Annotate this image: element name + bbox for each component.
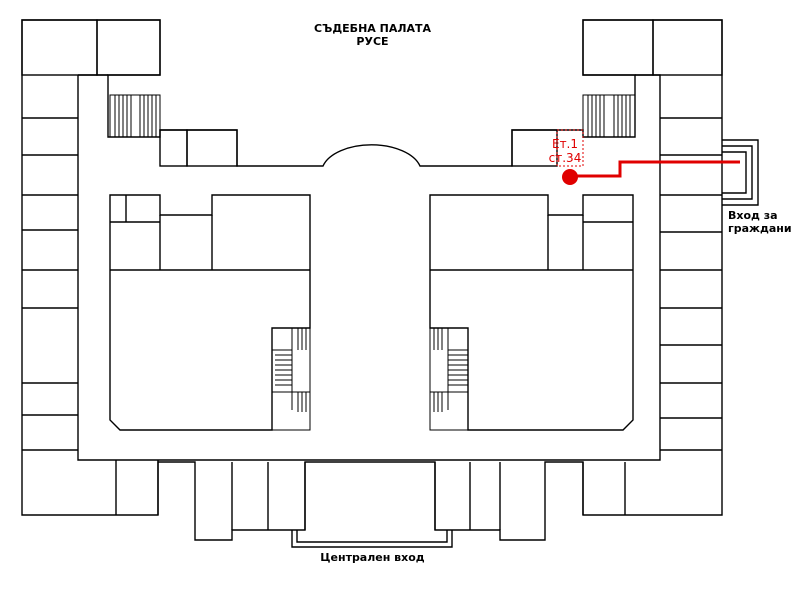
room (186, 129, 238, 167)
target-room-outline (556, 129, 584, 167)
room-dividers (22, 117, 78, 451)
staircase-top-right (582, 94, 636, 138)
inner-block-right (429, 194, 634, 431)
side-entrance-line1: Вход за (728, 209, 778, 222)
staircase-inner-right (429, 327, 469, 431)
staircase-top-left (109, 94, 161, 138)
room (21, 19, 98, 76)
room-dividers (430, 215, 633, 271)
target-location-dot (562, 169, 578, 185)
main-entrance-steps (291, 530, 453, 548)
map-title-line2: РУСЕ (356, 35, 389, 48)
floor-label: Ет.1 (551, 137, 579, 151)
room-number-label: ст.34 (548, 151, 582, 165)
side-entrance-steps (722, 139, 759, 206)
room-dividers (110, 195, 310, 271)
side-entrance-line2: граждани (728, 222, 792, 235)
corridor-inner-edge (77, 74, 661, 461)
room-marker-label: Ет.1 ст.34 (545, 137, 585, 165)
room-dividers (115, 460, 626, 530)
room (159, 129, 188, 167)
room (96, 19, 161, 76)
main-entrance-label: Централен вход (320, 551, 425, 564)
route-line (572, 160, 740, 178)
staircase-inner-left (271, 327, 311, 431)
side-entrance-label: Вход за граждани (728, 209, 792, 235)
map-title-line1: СЪДЕБНА ПАЛАТА (313, 22, 432, 35)
room (582, 19, 654, 76)
map-title: СЪДЕБНА ПАЛАТА РУСЕ (300, 22, 445, 48)
room (652, 19, 723, 76)
room-dividers (660, 117, 722, 451)
inner-block-left (109, 194, 311, 431)
